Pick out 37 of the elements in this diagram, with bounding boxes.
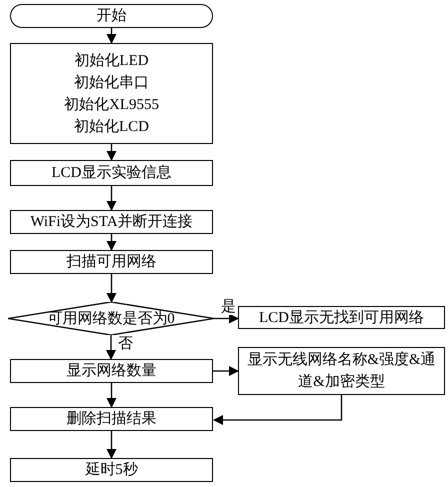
process-box bbox=[10, 250, 213, 274]
arrow bbox=[106, 186, 116, 211]
process-box bbox=[10, 210, 213, 234]
process-box bbox=[10, 407, 213, 431]
process-box bbox=[238, 347, 445, 395]
arrow bbox=[106, 431, 116, 459]
decision-diamond bbox=[8, 302, 214, 335]
step-text: 初始化串口 bbox=[74, 74, 149, 92]
step-text: WiFi设为STA并断开连接 bbox=[30, 212, 193, 232]
arrow bbox=[106, 383, 116, 408]
arrow bbox=[106, 234, 116, 251]
arrow bbox=[214, 314, 239, 324]
arrow bbox=[106, 274, 116, 303]
step-text: 开始 bbox=[96, 7, 126, 26]
arrow bbox=[106, 28, 116, 44]
step-text: 显示无线网络名称&强度&通道&加密类型 bbox=[246, 350, 437, 392]
process-box bbox=[238, 306, 445, 329]
step-text: 初始化LED bbox=[74, 52, 149, 70]
step-text: LCD显示无找到可用网络 bbox=[259, 308, 424, 328]
process-box bbox=[10, 458, 213, 482]
edge-label: 是 bbox=[220, 298, 237, 314]
arrow bbox=[106, 335, 116, 360]
step-text: 显示网络数量 bbox=[66, 362, 156, 381]
arrow bbox=[106, 144, 116, 161]
step-text: 删除扫描结果 bbox=[66, 410, 156, 429]
edge-label: 否 bbox=[117, 336, 134, 352]
arrow bbox=[213, 395, 342, 425]
step-text: 扫描可用网络 bbox=[66, 252, 156, 272]
step-text: 初始化LCD bbox=[74, 118, 149, 136]
process-box bbox=[10, 43, 213, 144]
step-text: 初始化XL9555 bbox=[64, 96, 159, 114]
step-text: LCD显示实验信息 bbox=[52, 164, 172, 183]
process-box bbox=[10, 359, 213, 383]
step-text: 延时5秒 bbox=[85, 460, 138, 480]
process-box bbox=[10, 160, 213, 186]
arrow bbox=[213, 366, 239, 376]
start-terminal bbox=[10, 4, 213, 28]
